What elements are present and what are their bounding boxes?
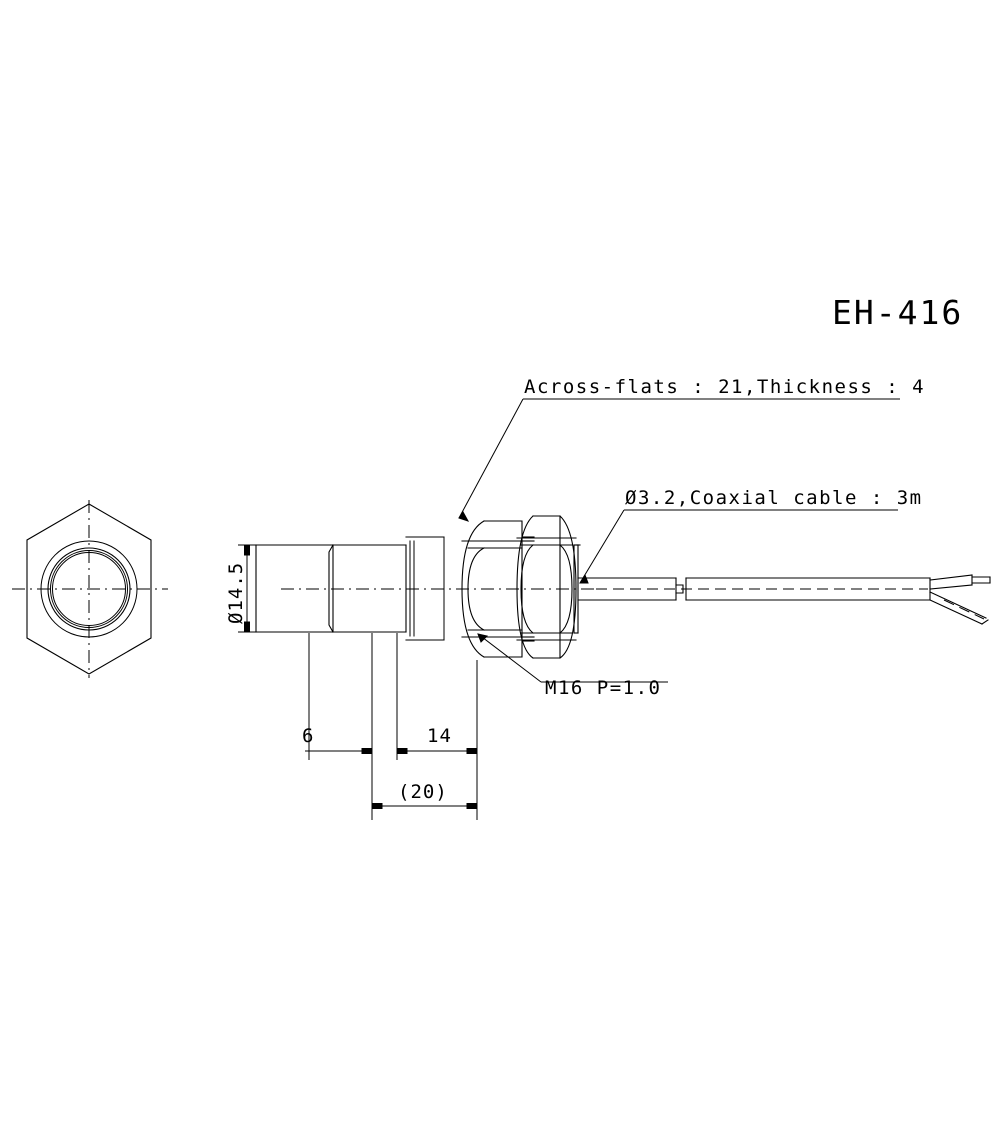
thread-minor-circle-inner [52, 552, 126, 626]
conductor-2-end [981, 619, 989, 625]
dim-6-text: 6 [302, 725, 314, 747]
side-view-assembly [255, 515, 991, 659]
stripped-conductors [929, 574, 991, 625]
conductor-1-bottom [929, 584, 973, 590]
hexagon-inscribed-circle [40, 540, 138, 638]
coaxial-cable [577, 574, 991, 625]
annotation-hex-nut: Across-flats : 21,Thickness : 4 [458, 376, 925, 522]
dim-20-tick-left [372, 803, 383, 809]
dim-20-text: (20) [398, 781, 448, 803]
dimension-20-overall: (20) [372, 781, 477, 809]
dim-14-text: 14 [427, 725, 452, 747]
hex-nut-leader-line [458, 398, 524, 519]
hex-nut-note-text: Across-flats : 21,Thickness : 4 [524, 376, 925, 398]
drawing-title: EH-416 [832, 293, 963, 332]
thread-leader-line [477, 633, 542, 683]
annotation-thread: M16 P=1.0 [477, 633, 668, 699]
conductor-1-top [929, 574, 973, 581]
dim-14-tick-right [466, 748, 477, 754]
thread-note-text: M16 P=1.0 [545, 677, 661, 699]
thread-leader-arrow [477, 633, 488, 643]
thread-major-circle [47, 547, 131, 631]
dimension-14: 14 [397, 725, 477, 754]
dim-6-tick-right [361, 748, 372, 754]
body-step-front [328, 544, 334, 633]
conductor-2-centerline [943, 599, 985, 620]
diameter-dim-text: Ø14.5 [225, 562, 247, 624]
thread-minor-circle-outer [50, 550, 128, 628]
annotation-cable: Ø3.2,Coaxial cable : 3m [579, 487, 923, 584]
cable-leader-line [579, 509, 625, 584]
front-view-hex-nut [12, 500, 168, 678]
hex-nut-leader-arrow [458, 511, 470, 522]
hex-nut-2-right-inner-arc [559, 544, 573, 634]
dimension-diameter: Ø14.5 [225, 544, 300, 633]
hex-nut-2-left-inner-arc [520, 544, 534, 634]
hexagon-outline [26, 503, 152, 675]
cable-leader-arrow [579, 573, 589, 584]
dimension-6: 6 [302, 725, 372, 754]
cable-note-text: Ø3.2,Coaxial cable : 3m [625, 487, 923, 509]
conductor-2-bottom [929, 599, 983, 625]
diameter-tick-top [244, 545, 250, 556]
conductor-2-top [929, 591, 987, 619]
hex-nut-1-body [483, 520, 523, 658]
diameter-tick-bottom [244, 621, 250, 632]
dim-14-tick-left [397, 748, 408, 754]
hex-nut-2-body [532, 515, 561, 659]
dim-20-tick-right [466, 803, 477, 809]
